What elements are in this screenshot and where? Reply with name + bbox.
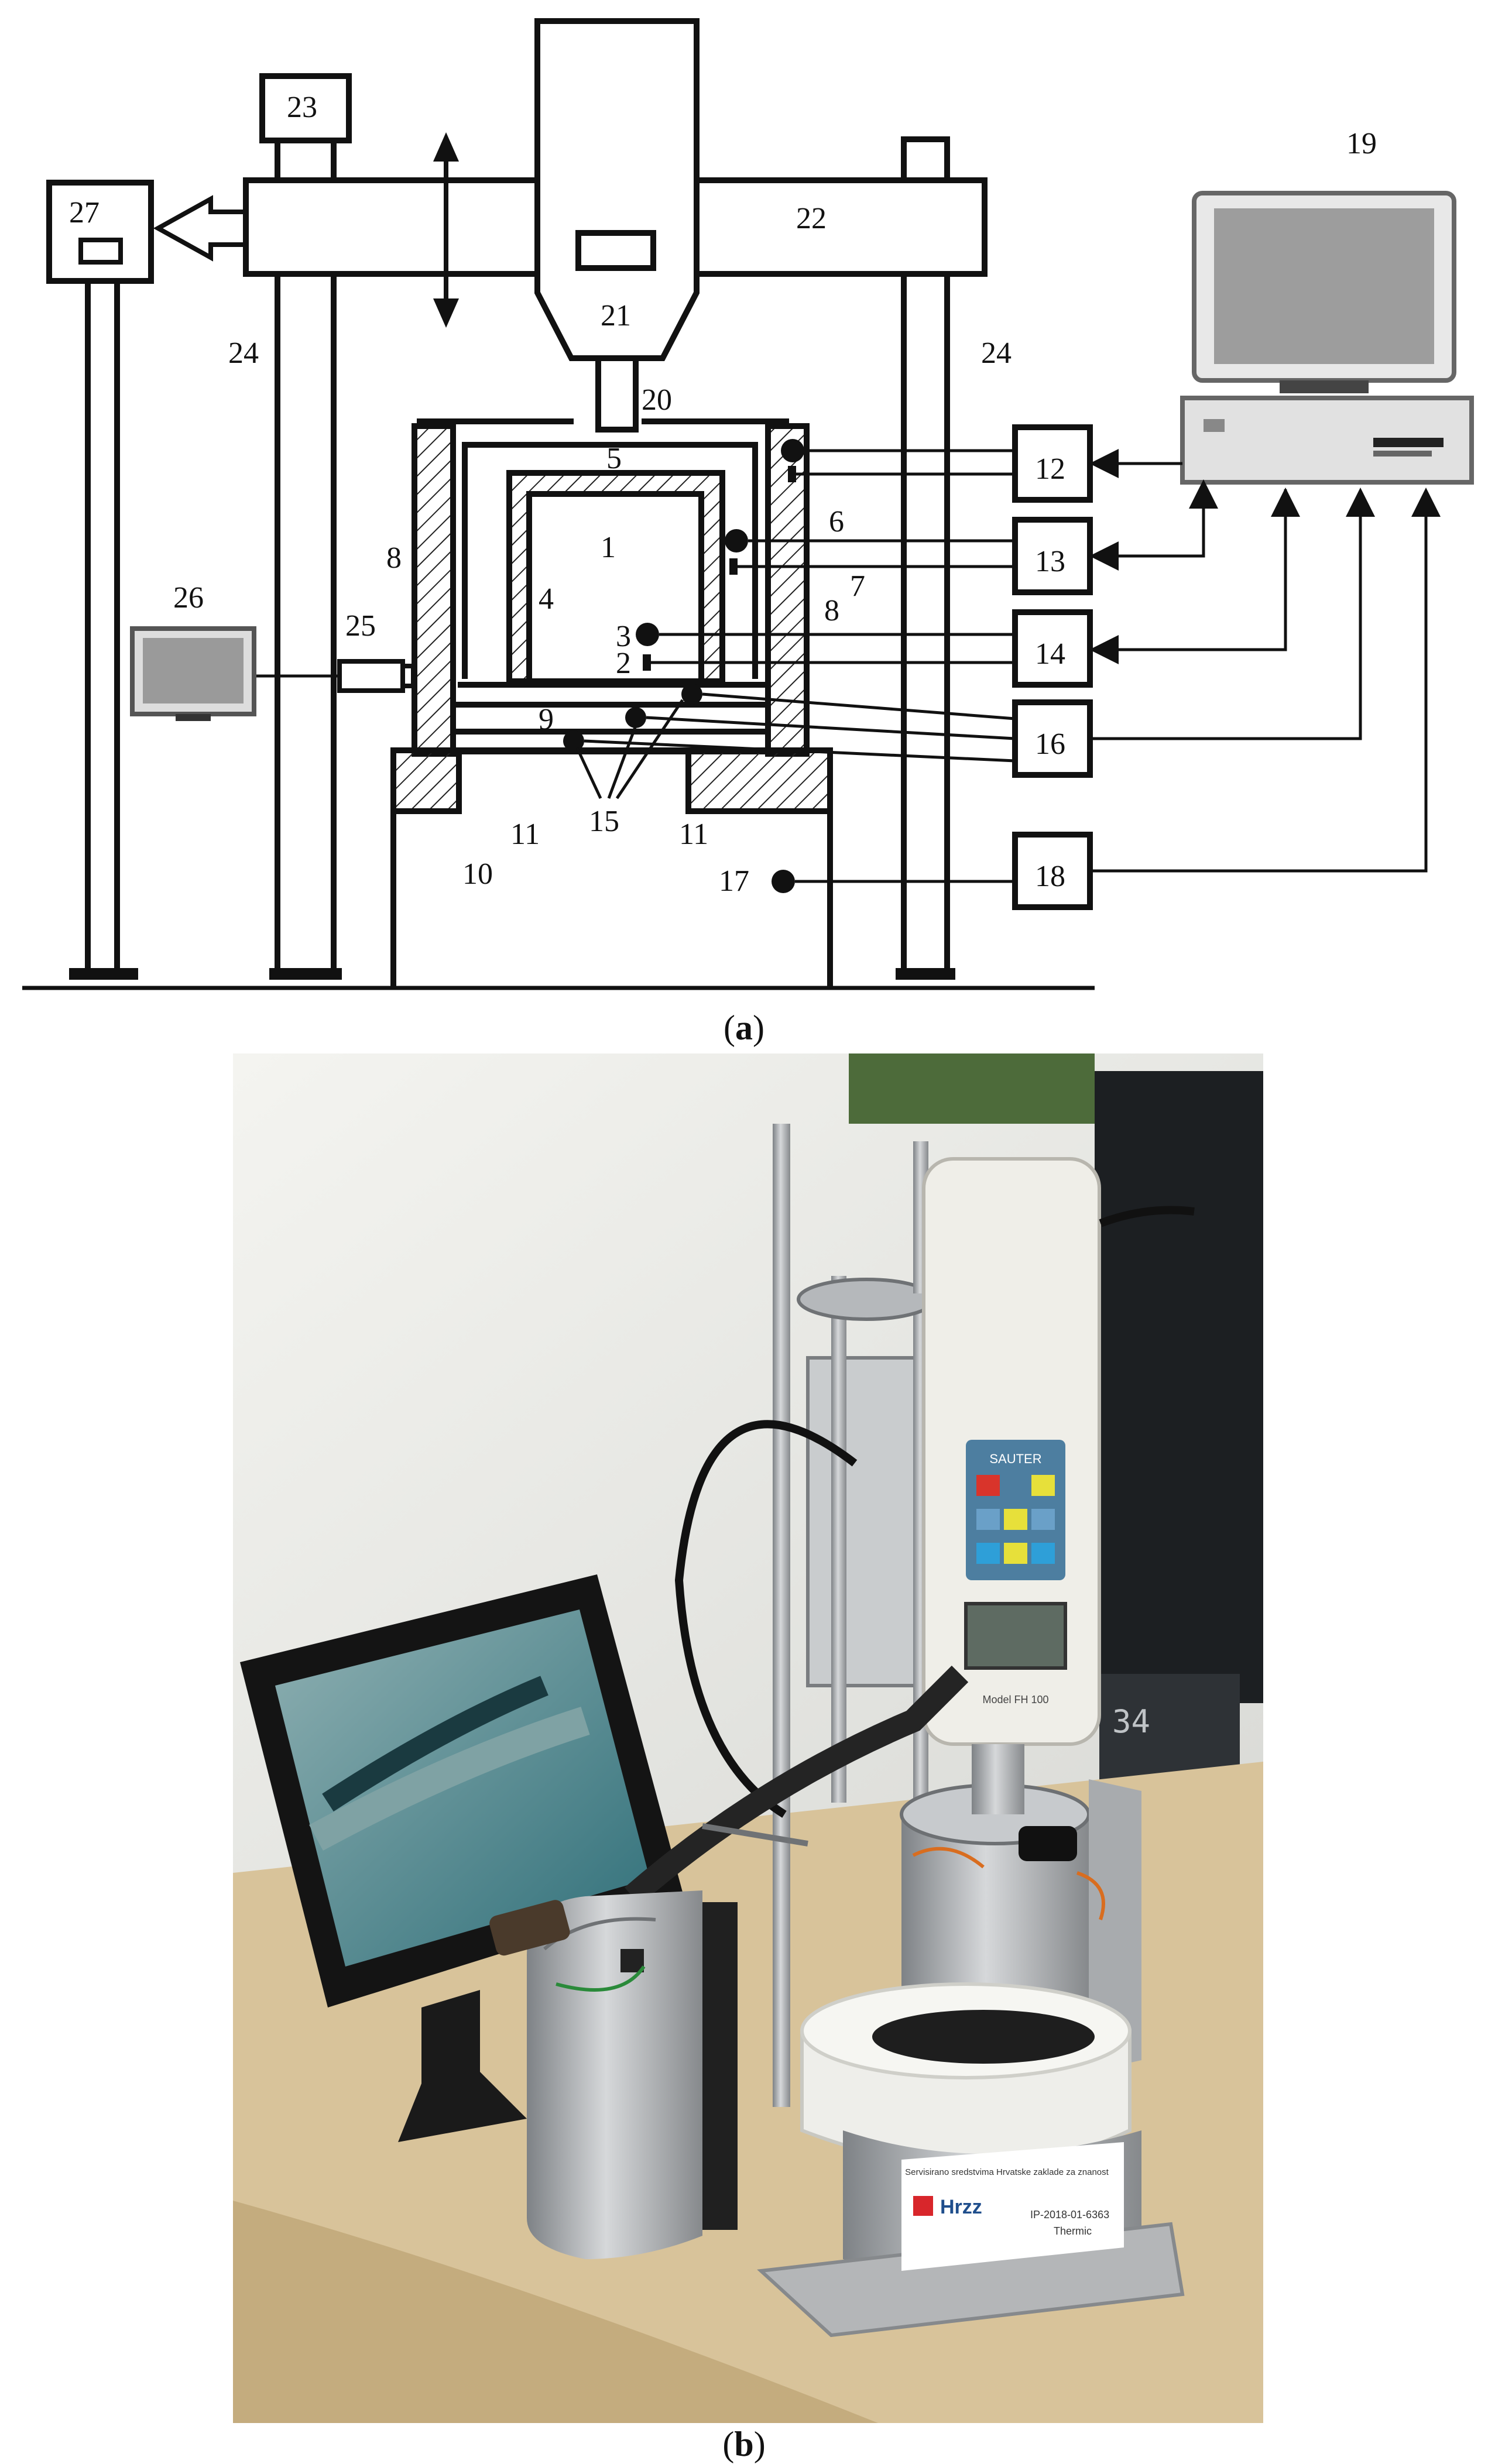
label-7: 7 xyxy=(850,569,865,603)
inner-enclosure xyxy=(462,442,758,679)
column-24-right xyxy=(896,136,955,980)
label-16: 16 xyxy=(1035,727,1065,761)
photo-panel: 34 xyxy=(233,1053,1263,2423)
label-5: 5 xyxy=(606,442,622,475)
label-12: 12 xyxy=(1035,452,1065,486)
photo-base: Servisirano sredstvima Hrvatske zaklade … xyxy=(757,2130,1185,2338)
gauge-brand: SAUTER xyxy=(989,1451,1041,1466)
computer-links xyxy=(1089,449,1441,873)
label-10: 10 xyxy=(462,857,493,891)
label-8-left: 8 xyxy=(386,541,402,575)
photo-background-monitor xyxy=(1095,1071,1263,1703)
photo-window-strip xyxy=(849,1053,1095,1124)
label-2: 2 xyxy=(616,647,631,680)
photo-half-shell xyxy=(527,1890,702,2259)
label-11-left: 11 xyxy=(510,818,540,851)
support-11-right xyxy=(685,747,833,814)
label-26: 26 xyxy=(173,581,204,615)
leader-15-b xyxy=(607,725,637,799)
photo-force-gauge: SAUTER Model FH 100 xyxy=(922,1157,1101,1746)
monitor-26 xyxy=(130,626,256,721)
gauge-model: Model FH 100 xyxy=(982,1694,1048,1705)
box-18 xyxy=(1012,832,1093,910)
label-14: 14 xyxy=(1035,637,1065,671)
sensor-13 xyxy=(725,529,748,552)
label-15: 15 xyxy=(589,805,619,838)
label-17: 17 xyxy=(719,864,749,898)
label-22: 22 xyxy=(796,202,827,235)
sensor-15 xyxy=(563,730,584,751)
sensor-17 xyxy=(772,870,795,893)
computer-19 xyxy=(1180,191,1474,485)
box-12 xyxy=(1012,424,1093,503)
schematic-panel: 23 27 19 22 21 24 24 20 5 1 6 7 8 8 4 3 … xyxy=(22,18,1474,990)
label-18: 18 xyxy=(1035,860,1065,893)
sensor-16a xyxy=(681,684,702,705)
photo-cable-braid xyxy=(624,1665,969,1906)
label-6: 6 xyxy=(829,505,844,538)
support-11-left xyxy=(390,747,462,814)
label-1: 1 xyxy=(601,531,616,564)
output-arrow xyxy=(153,195,246,262)
label-4: 4 xyxy=(539,582,554,616)
label-24-left: 24 xyxy=(228,337,259,370)
label-project-name: Thermic xyxy=(1054,2225,1092,2237)
label-9: 9 xyxy=(539,703,554,736)
wire-16a xyxy=(702,692,1016,720)
label-19: 19 xyxy=(1346,127,1377,160)
label-24-right: 24 xyxy=(981,337,1012,370)
motor-21 xyxy=(534,18,700,433)
insulation-8-left xyxy=(412,423,456,757)
caption-b: (b) xyxy=(722,2425,765,2463)
photo-camera-arm xyxy=(489,1823,808,2230)
label-11-right: 11 xyxy=(679,818,708,851)
sensor-2 xyxy=(643,654,651,671)
leader-15-c xyxy=(615,699,684,799)
sensor-12 xyxy=(781,439,804,462)
label-20: 20 xyxy=(642,383,672,417)
label-21: 21 xyxy=(601,299,631,332)
label-8-right: 8 xyxy=(824,594,839,627)
wire-16b xyxy=(646,716,1016,740)
sensor-16b xyxy=(625,707,646,728)
sensor-13-tab xyxy=(729,558,738,575)
box-13 xyxy=(1012,517,1093,595)
label-25: 25 xyxy=(345,609,376,643)
photo-cable-black xyxy=(674,1420,858,1818)
cell-4 xyxy=(506,470,725,684)
label-23: 23 xyxy=(287,91,317,124)
sensor-3 xyxy=(636,623,659,646)
label-project-id: IP-2018-01-6363 xyxy=(1030,2209,1109,2221)
vertical-motion-arrow xyxy=(433,132,459,328)
wire-16c xyxy=(584,739,1016,763)
display-unit-27 xyxy=(46,180,154,980)
label-3: 3 xyxy=(616,620,631,653)
leader-15-a xyxy=(575,747,602,799)
photo-rod xyxy=(773,1124,790,2107)
photo-ptfe-ring xyxy=(800,1982,1132,2167)
label-13: 13 xyxy=(1035,545,1065,578)
box-16 xyxy=(1012,699,1093,778)
label-27: 27 xyxy=(69,196,100,229)
caption-a: (a) xyxy=(724,1008,764,1047)
clock-readout: 34 xyxy=(1112,1703,1150,1740)
sensor-12-tab xyxy=(788,466,796,482)
base-10 xyxy=(390,747,833,988)
camera-25 xyxy=(253,659,416,693)
label-funding-line: Servisirano sredstvima Hrvatske zaklade … xyxy=(905,2167,1109,2177)
label-logo: Hrzz xyxy=(940,2196,982,2218)
